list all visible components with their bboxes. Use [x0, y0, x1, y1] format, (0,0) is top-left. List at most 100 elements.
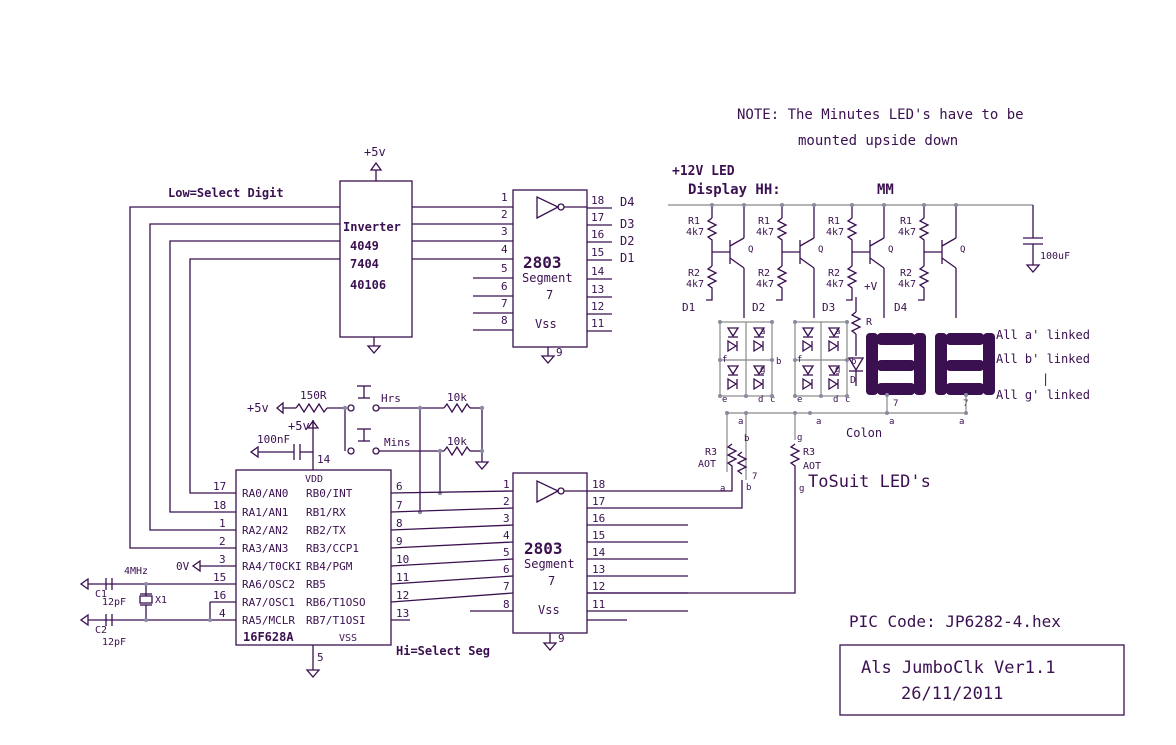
- drive-label: D2: [752, 301, 765, 314]
- driver-bottom-in-pin: 2: [503, 495, 510, 508]
- driver-bottom-out-pin: 15: [592, 529, 605, 542]
- driver-top-gnd-pin: 9: [556, 346, 563, 359]
- pic-left-pin-num: 1: [219, 517, 226, 530]
- xtal-label: 4MHz: [124, 566, 148, 577]
- driver-top-in-pin: 5: [501, 262, 508, 275]
- link-a-note: All a' linked: [996, 328, 1090, 342]
- driver-bottom-out-pin: 16: [592, 512, 605, 525]
- driver-bottom-ic: 2803 Segment 7 Vss 9: [512, 472, 588, 651]
- driver-bottom-sub: Segment: [524, 557, 575, 571]
- pic-right-pin-num: 7: [396, 499, 403, 512]
- driver-top-in-pin: 4: [501, 243, 508, 256]
- driver-top-in-pin: 6: [501, 280, 508, 293]
- pic-ic: VDD 16F628A VSS 14 5: [235, 420, 392, 678]
- pic-vdd-label: VDD: [305, 474, 323, 485]
- r3-bus-g: g: [799, 484, 804, 494]
- plus12-label: +12V LED: [672, 164, 735, 179]
- r1-label: R1: [688, 216, 700, 227]
- pic-right-pins: 6RB0/INT7RB1/RX8RB2/TX9RB3/CCP110RB4/PGM…: [306, 480, 410, 627]
- driver-bottom-name: 2803: [524, 539, 563, 558]
- seven-segment-digit-1: [866, 333, 926, 395]
- driver-top-out-d2: D2: [620, 234, 634, 248]
- r3-label-2: R3: [803, 447, 815, 458]
- driver-bottom-out-pin: 17: [592, 495, 605, 508]
- driver-bottom-out-pin: 14: [592, 546, 606, 559]
- pic-left-pin-num: 18: [213, 499, 226, 512]
- pic-right-pin-num: 12: [396, 589, 409, 602]
- hi-select-label: Hi=Select Seg: [396, 644, 490, 658]
- r150-label: 150R: [300, 389, 327, 402]
- transistor-label: Q: [888, 245, 893, 255]
- pic-vss-label: VSS: [339, 633, 357, 644]
- led-seg-label: f: [722, 355, 727, 365]
- driver-bottom-in-pin: 5: [503, 546, 510, 559]
- driver-bottom-in-pin: 4: [503, 529, 510, 542]
- led-seg-label: b: [851, 357, 856, 367]
- rb-bus-wires: [390, 490, 514, 603]
- driver-top-out-pin: 14: [591, 265, 605, 278]
- inverter-part-4049: 4049: [350, 239, 379, 253]
- r1-label: R1: [828, 216, 840, 227]
- osc-network: 0V C1 12pF C2 12pF 4MHz X1: [79, 559, 236, 648]
- led-seg-label: e: [722, 395, 727, 405]
- pic-left-pin-name: RA1/AN1: [242, 506, 288, 519]
- pic-right-pin-name: RB2/TX: [306, 524, 346, 537]
- pic-left-pin-name: RA7/OSC1: [242, 596, 295, 609]
- driver-top-in-pin: 1: [501, 191, 508, 204]
- r3-label-1: R3: [705, 447, 717, 458]
- bus-label-a-2: a: [816, 417, 821, 427]
- title-block-line-2: 26/11/2011: [901, 684, 1003, 704]
- led-seg-label: d: [833, 395, 838, 405]
- pic-right-pin-name: RB6/T1OSO: [306, 596, 366, 609]
- drive-label: D4: [894, 301, 908, 314]
- supply-rail: 100uF: [668, 204, 1070, 273]
- c2-label: C2: [95, 625, 107, 636]
- pic-left-pin-num: 4: [219, 607, 226, 620]
- driver-top-in-pin: 8: [501, 314, 508, 327]
- driver-bottom-out-pin: 18: [592, 478, 605, 491]
- pic-right-pin-name: RB0/INT: [306, 487, 353, 500]
- colon-resistor-label: R: [866, 317, 873, 328]
- pic-right-pin-num: 9: [396, 535, 403, 548]
- pic-left-pin-name: RA0/AN0: [242, 487, 288, 500]
- led-seg-label: a: [835, 327, 840, 337]
- link-b-note: All b' linked: [996, 352, 1090, 366]
- segment-output-wires: [587, 472, 796, 594]
- r1-value: 4k7: [686, 227, 704, 238]
- pic-right-pin-name: RB5: [306, 578, 326, 591]
- driver-top-out-pin: 17: [591, 211, 604, 224]
- driver-top-out-pin: 12: [591, 300, 604, 313]
- r3-bus-b: b: [746, 483, 751, 493]
- inverter-output-wires: [412, 206, 513, 260]
- c1-label: C1: [95, 589, 107, 600]
- led-seg-label: e: [797, 395, 802, 405]
- r3-aot-resistors: R3 AOT 7 R3 AOT a b g: [698, 443, 821, 494]
- pic-left-pin-num: 16: [213, 589, 226, 602]
- r2-label: R2: [900, 268, 912, 279]
- driver-bottom-in-pin: 3: [503, 512, 510, 525]
- zero-v-label: 0V: [176, 560, 190, 573]
- led-seg-label: c: [845, 395, 850, 405]
- link-sep: |: [1042, 372, 1049, 386]
- r2-label: R2: [758, 268, 770, 279]
- pic-vss-pin: 5: [317, 651, 324, 664]
- led-seg-label: c: [770, 395, 775, 405]
- aot-label-1: AOT: [698, 459, 716, 470]
- pic-right-pin-num: 13: [396, 607, 409, 620]
- driver-top-in-pin: 7: [501, 297, 508, 310]
- inverter-part-7404: 7404: [350, 257, 379, 271]
- pic-supply-network: +5v 100nF: [249, 419, 320, 460]
- driver-bottom-in-pin: 8: [503, 598, 510, 611]
- colon-plus-v: +V: [864, 280, 878, 293]
- driver-bottom-vss: Vss: [538, 603, 560, 617]
- driver-bottom-out-pin: 13: [592, 563, 605, 576]
- r2-label: R2: [688, 268, 700, 279]
- c1-value: 12pF: [102, 597, 126, 608]
- driver-top-out-d1: D1: [620, 251, 634, 265]
- driver-bottom-out-pin: 12: [592, 580, 605, 593]
- pic-vdd-pin: 14: [317, 453, 331, 466]
